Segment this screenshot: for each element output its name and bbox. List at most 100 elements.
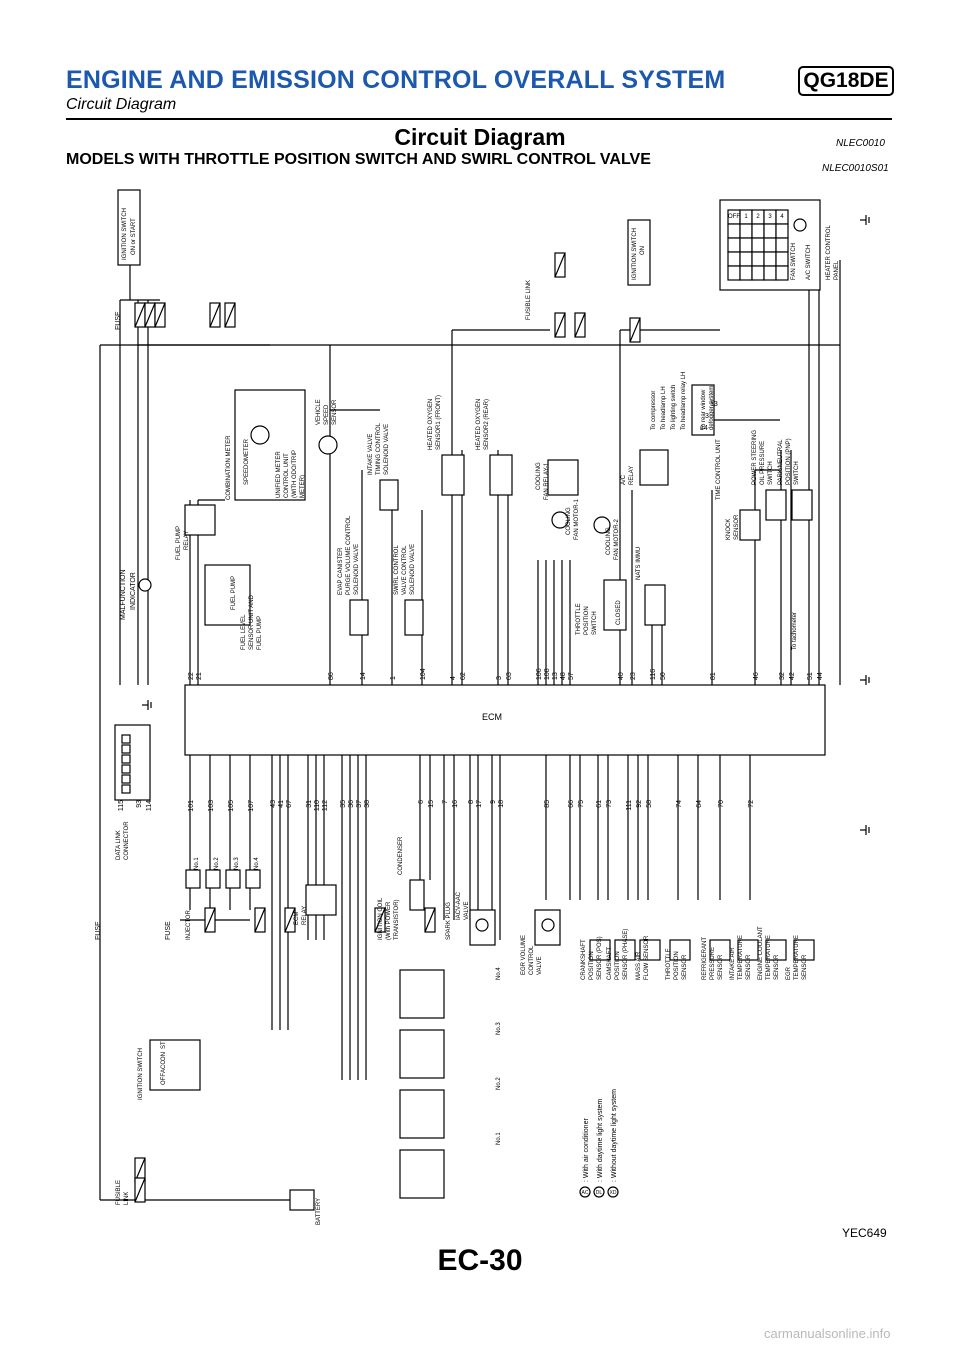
bottom-pin-label: 8 xyxy=(468,800,475,804)
sensor-box xyxy=(639,939,661,961)
ignition-coil xyxy=(399,1149,445,1199)
bottom-pin-label: 7 xyxy=(442,800,449,804)
diagram-label: TEMPERATURE xyxy=(766,935,772,980)
top-pin-label: 116 xyxy=(650,669,657,680)
bottom-pin-label: 105 xyxy=(228,800,235,812)
diagram-label: CONDENSER xyxy=(398,836,404,875)
fan-switch-cell xyxy=(739,237,753,253)
diagram-label: IGNITION SWITCH xyxy=(122,208,128,260)
diagram-label: THROTTLE xyxy=(576,603,582,635)
subsection-code: NLEC0010S01 xyxy=(822,163,889,174)
fuel-pump-relay xyxy=(184,504,216,536)
diagram-label: VALVE xyxy=(537,957,543,975)
nats-immu xyxy=(644,584,666,626)
diagram-label: EGR xyxy=(786,966,792,980)
diagram-label: METER) xyxy=(300,475,306,498)
diagram-label: VALVE xyxy=(464,902,470,920)
diagram-label: THROTTLE xyxy=(666,948,672,980)
legend-text: : With air conditioner xyxy=(583,1118,590,1182)
fan-switch-cell xyxy=(727,237,741,253)
diagram-label: SENSOR xyxy=(682,954,688,980)
diagram-label: IGNITION SWITCH xyxy=(632,228,638,280)
fan-switch-cell xyxy=(775,223,789,239)
bottom-pin-label: 74 xyxy=(676,800,683,808)
diagram-label: TRANSISTOR) xyxy=(394,899,400,940)
diagram-label: SPEEDOMETER xyxy=(244,438,250,485)
diagram-label: FUSE xyxy=(95,921,102,940)
diagram-label: IGNITION COIL xyxy=(378,897,384,940)
page-number: EC-30 xyxy=(437,1244,523,1277)
top-pin-label: 106 xyxy=(536,668,543,680)
diagram-label: PURGE VOLUME CONTROL xyxy=(346,515,352,595)
diagram-label: MALFUNCTION xyxy=(120,569,127,620)
diagram-label: FUSIBLE LINK xyxy=(526,280,532,320)
diagram-label: PANEL xyxy=(834,260,840,280)
diagram-label: 14 xyxy=(700,425,708,432)
bottom-pin-label: 103 xyxy=(208,800,215,812)
bottom-pin-label: 66 xyxy=(568,800,575,808)
closed-label: CLOSED xyxy=(616,600,622,625)
diagram-label: A/C SWITCH xyxy=(806,245,812,280)
diagram-label: SENSOR xyxy=(332,399,338,425)
diagram-label: INTAKE VALVE xyxy=(368,434,374,475)
legend-code-ac xyxy=(579,1186,591,1198)
fan-switch-cell xyxy=(763,223,777,239)
diagram-label: To compressor xyxy=(651,391,657,430)
diagram-label: To headlamp LH xyxy=(661,386,667,430)
heated-oxygen-sensor-front xyxy=(441,454,465,496)
bottom-pin-label: 70 xyxy=(718,800,725,808)
diagram-label: SOLENOID VALVE xyxy=(354,544,360,595)
figure-code: YEC649 xyxy=(842,1226,887,1240)
egr-valve-motor xyxy=(541,918,555,932)
malfunction-indicator-lamp xyxy=(138,578,152,592)
diagram-label: SOLENOID VALVE xyxy=(410,544,416,595)
top-pin-label: 21 xyxy=(196,672,203,680)
top-pin-label: 32 xyxy=(779,672,786,680)
top-pin-label: 108 xyxy=(544,668,551,680)
diagram-label: TIMING CONTROL xyxy=(376,422,382,475)
bottom-pin-label: 15 xyxy=(428,800,435,808)
top-pin-label: 86 xyxy=(328,672,335,680)
diagram-label: TEMPERATURE xyxy=(738,935,744,980)
diagram-label: OIL PRESSURE xyxy=(760,441,766,485)
diagram-label: ON or START xyxy=(131,218,137,255)
fan-switch-cell xyxy=(751,251,765,267)
swirl-control-valve xyxy=(404,599,424,636)
data-link-connector xyxy=(114,724,151,801)
top-pin-label: 50 xyxy=(660,672,667,680)
diagram-label: SENSOR (POS) xyxy=(597,936,603,980)
cooling-fan-motor-1 xyxy=(551,511,569,529)
diagram-label: HEATED OXYGEN xyxy=(476,399,482,450)
bottom-pin-label: 16 xyxy=(452,800,459,808)
top-pin-label: 57 xyxy=(568,672,575,680)
bottom-pin-label: 114 xyxy=(146,800,153,811)
cooling-fan-relay-1 xyxy=(547,459,579,496)
diagram-label: 13 xyxy=(710,401,718,408)
subsection-title: MODELS WITH THROTTLE POSITION SWITCH AND… xyxy=(66,151,651,168)
fan-switch-cell xyxy=(739,223,753,239)
diagram-label: HEATED OXYGEN xyxy=(428,399,434,450)
diagram-label: FAN RELAY-1 xyxy=(544,462,550,500)
diagram-label: TEMPERATURE xyxy=(794,935,800,980)
fan-switch-col-label: 1 xyxy=(744,214,748,220)
diagram-label: RELAY xyxy=(184,531,190,550)
legend-code-dl xyxy=(593,1186,605,1198)
battery xyxy=(289,1189,315,1211)
injector xyxy=(205,869,221,889)
heated-oxygen-sensor-rear xyxy=(489,454,513,496)
diagram-label: SENSOR xyxy=(774,954,780,980)
ignition-switch-on xyxy=(627,219,651,286)
diagram-label: HEATER CONTROL xyxy=(826,224,832,280)
top-pin-label: 14 xyxy=(360,672,367,680)
header-subtitle: Circuit Diagram xyxy=(66,96,177,113)
diagram-label: To headlamp relay LH xyxy=(681,372,687,430)
legend-code-xd xyxy=(607,1186,619,1198)
diagram-label: EGR VOLUME xyxy=(521,935,527,975)
diagram-label: POSITION (PNP) xyxy=(786,438,792,485)
legend-code: XD xyxy=(610,1190,617,1196)
legend-code: DL xyxy=(596,1190,603,1196)
diagram-label: A/C xyxy=(621,474,627,485)
ignition-switch-on-start xyxy=(117,189,141,266)
bottom-pin-label: 37 xyxy=(356,800,363,808)
